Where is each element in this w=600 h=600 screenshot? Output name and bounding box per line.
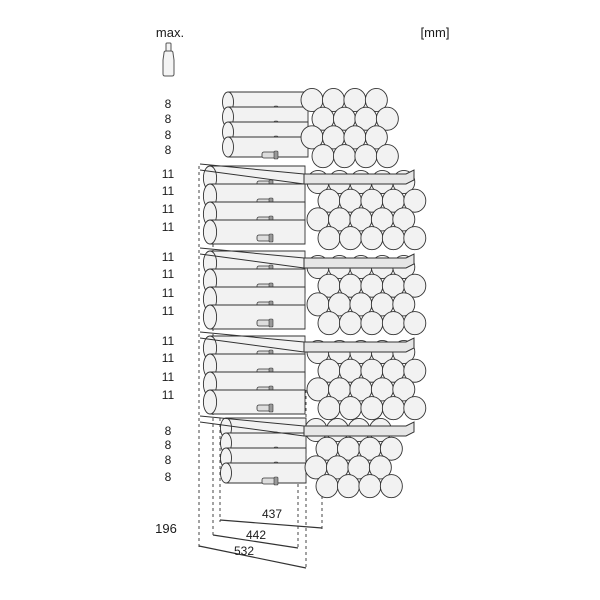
bottle-end: [358, 474, 382, 499]
bottle-count: 11: [161, 267, 175, 281]
bottle-count: 11: [161, 286, 175, 300]
bottle-count: 11: [161, 220, 175, 234]
bottle-cap: [268, 318, 274, 328]
bottle-end: [392, 292, 416, 317]
shelf-edge: [199, 415, 305, 427]
bottle-cap: [268, 233, 274, 243]
bottle-base: [220, 462, 232, 484]
bottle-end: [403, 273, 427, 298]
bottle-cap: [273, 150, 279, 160]
bottle-count: 11: [161, 351, 175, 365]
bottle-end: [337, 474, 360, 499]
bottle-icon: [162, 42, 175, 77]
bottle-base: [202, 304, 218, 330]
bottle-end: [403, 226, 427, 251]
bottle-count: 8: [164, 438, 172, 452]
bottle-count: 11: [161, 202, 175, 216]
shelf-rail: [303, 337, 415, 353]
bottle-end: [317, 396, 341, 421]
dimension-532: 532: [234, 544, 255, 558]
dimension-lines: [198, 519, 323, 569]
bottle-end: [339, 396, 362, 421]
bottle-count: 8: [164, 453, 172, 467]
bottle-cap: [273, 476, 279, 486]
bottle-end: [403, 396, 427, 421]
shelf-edge: [199, 163, 305, 175]
bottle-base: [202, 389, 218, 415]
bottle-end: [317, 226, 341, 251]
bottle-end: [392, 207, 416, 232]
bottle-base: [222, 136, 234, 158]
bottle-count: 11: [161, 370, 175, 384]
bottle-count: 11: [161, 250, 175, 264]
bottle-end: [339, 311, 362, 336]
bottle-end: [381, 396, 405, 421]
bottle-count: 8: [164, 112, 172, 126]
bottle-end: [317, 311, 341, 336]
bottle-count: 8: [164, 143, 172, 157]
bottle-end: [360, 226, 384, 251]
unit-label: [mm]: [420, 25, 450, 40]
bottle-end: [339, 226, 362, 251]
bottle-base: [202, 219, 218, 245]
bottle-cap: [268, 403, 274, 413]
bottle-count: 8: [164, 424, 172, 438]
shelf-edge: [199, 247, 305, 259]
bottle-end: [333, 144, 356, 169]
bottle-count: 11: [161, 388, 175, 402]
bottle-count: 8: [164, 470, 172, 484]
bottle-end: [354, 144, 378, 169]
bottle-end: [381, 311, 405, 336]
bottle-end: [311, 144, 335, 169]
bottle-end: [381, 226, 405, 251]
bottle-count: 11: [161, 167, 175, 181]
bottle-end: [403, 188, 427, 213]
bottle-end: [392, 377, 416, 402]
shelf-edge: [199, 421, 305, 437]
bottle-end: [368, 455, 392, 480]
bottle-end: [375, 106, 399, 131]
bottle-end: [379, 474, 403, 499]
max-label: max.: [155, 25, 185, 40]
bottle-end: [360, 396, 384, 421]
bottle-end: [375, 144, 399, 169]
shelf-edge: [199, 253, 305, 269]
dimension-437: 437: [262, 507, 283, 521]
bottle-count: 11: [161, 334, 175, 348]
shelf-edge: [199, 337, 305, 353]
bottle-end: [403, 311, 427, 336]
dimension-442: 442: [246, 528, 267, 542]
bottle-count: 8: [164, 97, 172, 111]
bottle-end: [403, 358, 427, 383]
bottle-end: [364, 87, 388, 112]
shelf-edge: [199, 331, 305, 343]
bottle-end: [315, 474, 339, 499]
bottle-end: [360, 311, 384, 336]
bottle-count: 11: [161, 184, 175, 198]
bottle-count: 11: [161, 304, 175, 318]
shelf-edge: [199, 169, 305, 185]
bottle-end: [379, 436, 403, 461]
bottle-stack: [199, 87, 427, 499]
bottle-count: 8: [164, 128, 172, 142]
total-bottle-count: 196: [155, 521, 177, 536]
bottle-end: [364, 125, 388, 150]
